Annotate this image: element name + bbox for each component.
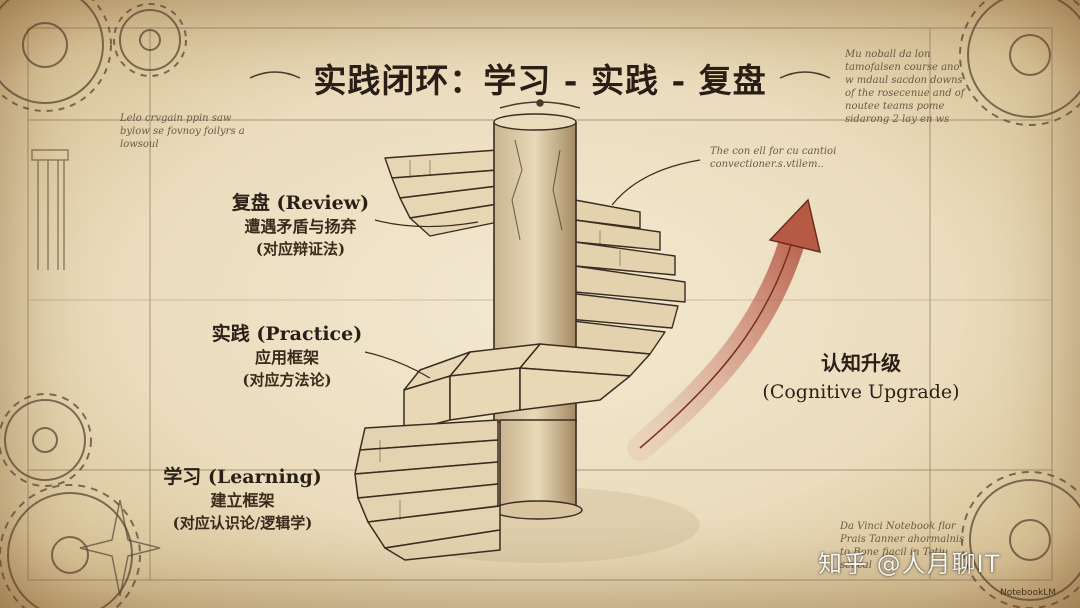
upgrade-label: 认知升级 (Cognitive Upgrade) — [745, 348, 977, 406]
gear-top-right-icon — [959, 0, 1080, 126]
page-title: 实践闭环：学习 - 实践 - 复盘 — [313, 61, 767, 100]
spiral-staircase — [354, 113, 700, 563]
stage-review-line2: (对应辩证法) — [255, 240, 346, 258]
stage-review-label: 复盘 (Review) 遭遇矛盾与扬弃 (对应辩证法) — [208, 190, 393, 260]
stage-practice-label: 实践 (Practice) 应用框架 (对应方法论) — [192, 321, 382, 391]
title-ornament — [249, 71, 831, 109]
upgrade-heading: 认知升级 — [821, 351, 901, 375]
column-sketch-icon — [31, 149, 69, 270]
handwriting-mid-right: The con ell for cu cantioi convectioner.… — [710, 146, 837, 170]
handwriting-top-right: Mu noball da lon tamofalsen course ano w… — [845, 49, 965, 125]
stage-learning-label: 学习 (Learning) 建立框架 (对应认识论/逻辑学) — [140, 464, 345, 534]
stage-learning-line2: (对应认识论/逻辑学) — [172, 514, 313, 532]
leader-lines — [364, 159, 701, 379]
gear-top-left-icon — [0, 0, 187, 112]
stage-review-heading: 复盘 (Review) — [231, 192, 370, 214]
title-container: 实践闭环：学习 - 实践 - 复盘 — [0, 54, 1080, 102]
handwriting-bottom-right: Da Vinci Notebook flor Prais Tanner ahor… — [840, 521, 965, 571]
handwriting-top-left: Lelo crvgain ppin saw bylow se fovnoy fo… — [120, 113, 245, 150]
compass-icon — [79, 499, 161, 597]
stage-learning-line1: 建立框架 — [210, 491, 275, 510]
notebooklm-brand: NotebookLM — [1000, 588, 1057, 598]
stage-practice-line1: 应用框架 — [254, 348, 319, 367]
upgrade-subheading: (Cognitive Upgrade) — [762, 381, 960, 403]
stage-learning-heading: 学习 (Learning) — [163, 466, 322, 488]
stage-practice-heading: 实践 (Practice) — [211, 323, 363, 345]
stage-review-line1: 遭遇矛盾与扬弃 — [244, 217, 357, 236]
upgrade-arrow-icon — [627, 198, 822, 461]
gear-bottom-left-icon — [0, 393, 141, 608]
watermark-text: 知乎 @人月聊IT — [818, 550, 1001, 578]
stage-practice-line2: (对应方法论) — [242, 371, 332, 389]
gear-bottom-right-icon — [961, 471, 1080, 608]
